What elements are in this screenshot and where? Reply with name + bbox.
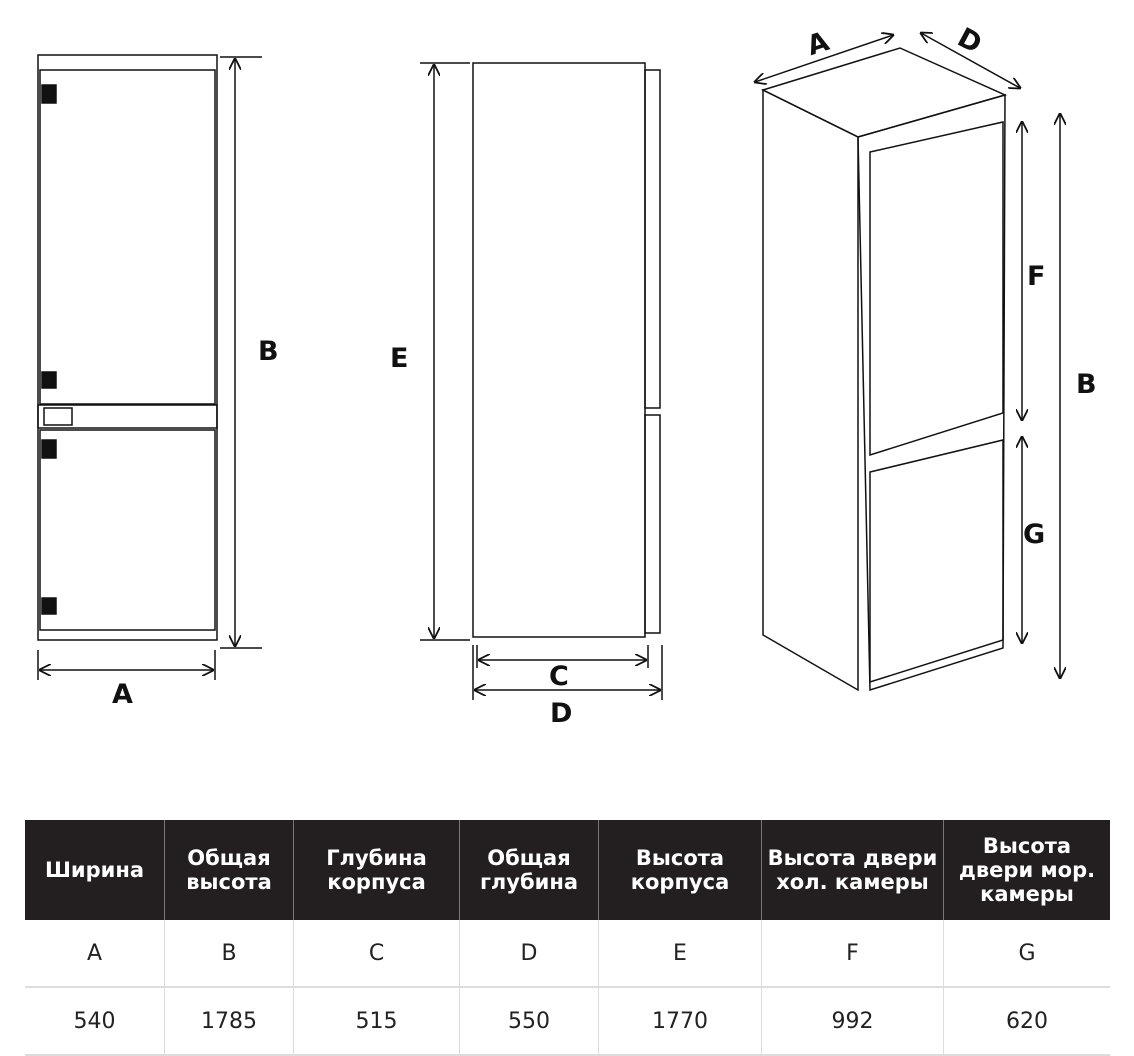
header-cell: Общая высота <box>164 820 294 920</box>
table-cell: 1770 <box>598 987 762 1056</box>
table-cell: F <box>761 920 944 988</box>
dimension-drawing: A B E C D A D F B G <box>37 22 1097 729</box>
table-cell: C <box>293 920 460 988</box>
label-f: F <box>1027 261 1045 292</box>
dimensions-table: Ширина Общая высота Глубина корпуса Обща… <box>25 820 1110 1056</box>
label-c: C <box>549 661 569 692</box>
label-b-front: B <box>258 336 279 367</box>
label-g: G <box>1023 519 1045 550</box>
header-cell: Высота корпуса <box>598 820 762 920</box>
table-row-values: 540 1785 515 550 1770 992 620 <box>25 987 1110 1056</box>
table-header-row: Ширина Общая высота Глубина корпуса Обща… <box>25 820 1110 920</box>
table-cell: 515 <box>293 987 460 1056</box>
side-view <box>420 62 663 700</box>
iso-view <box>755 33 1060 692</box>
table-cell: G <box>943 920 1110 988</box>
header-cell: Глубина корпуса <box>293 820 460 920</box>
header-cell: Высота двери мор. камеры <box>943 820 1110 920</box>
table-cell: B <box>164 920 294 988</box>
table-cell: 620 <box>943 987 1110 1056</box>
table-cell: D <box>459 920 599 988</box>
label-a-iso: A <box>803 26 833 62</box>
table-cell: A <box>25 920 165 988</box>
table-cell: 992 <box>761 987 944 1056</box>
label-a-front: A <box>112 679 133 710</box>
label-b-iso: B <box>1076 369 1097 400</box>
table-row-letters: A B C D E F G <box>25 920 1110 988</box>
table-cell: 550 <box>459 987 599 1056</box>
front-view <box>37 54 262 680</box>
table-cell: 540 <box>25 987 165 1056</box>
label-e: E <box>390 343 408 374</box>
table-cell: 1785 <box>164 987 294 1056</box>
label-d-iso: D <box>952 22 986 60</box>
label-d-side: D <box>550 698 572 729</box>
header-cell: Общая глубина <box>459 820 599 920</box>
header-cell: Высота двери хол. камеры <box>761 820 944 920</box>
header-cell: Ширина <box>25 820 165 920</box>
table-cell: E <box>598 920 762 988</box>
